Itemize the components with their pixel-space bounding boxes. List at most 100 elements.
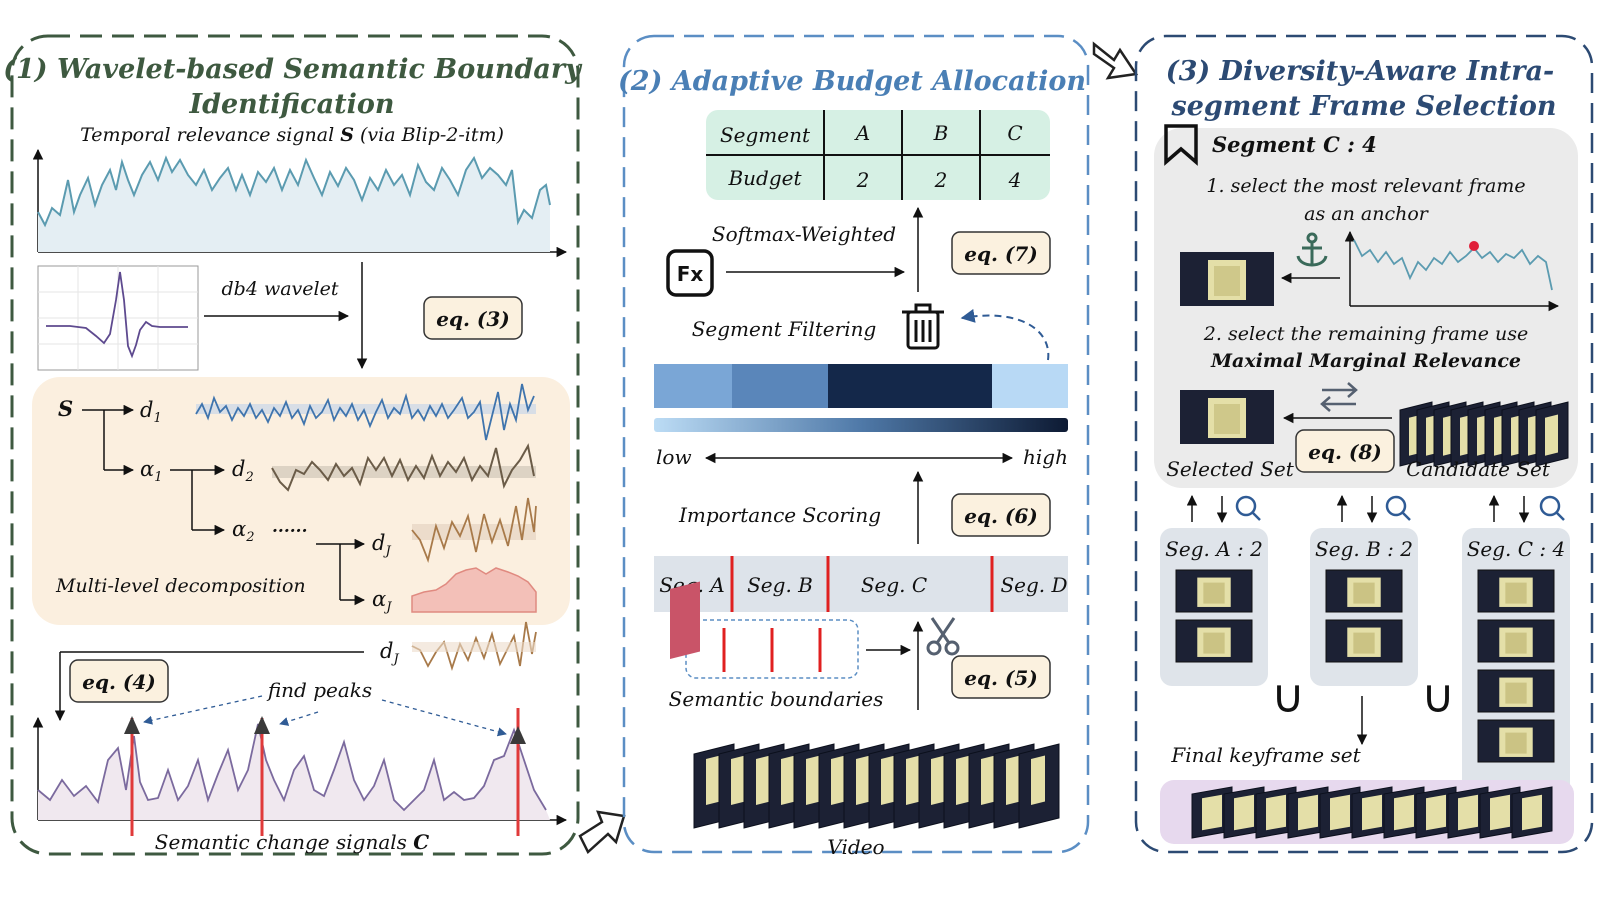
segment-strip: Seg. A Seg. B Seg. C Seg. D <box>654 556 1068 612</box>
anchor-frame <box>1180 252 1274 306</box>
segment-column-frame <box>1325 569 1403 613</box>
candidate-frame <box>1535 401 1569 467</box>
fx-icon: Fx <box>666 249 714 297</box>
anchor-relevance-plot <box>1344 230 1560 312</box>
find-peaks-label: find peaks <box>266 678 372 702</box>
anchor-peak-dot <box>1469 241 1479 251</box>
final-keyframe <box>1415 786 1457 839</box>
db4-wavelet-label: db4 wavelet <box>222 278 339 300</box>
eq6-badge: eq. (6) <box>951 493 1051 537</box>
importance-scoring-label: Importance Scoring <box>678 503 881 527</box>
segment-column-frame <box>1175 619 1253 663</box>
decomp-a2: α2 <box>232 517 254 545</box>
segment-column-frame <box>1175 569 1253 613</box>
svg-text:eq. (5): eq. (5) <box>964 666 1037 690</box>
change-caption: Semantic change signals C <box>155 830 429 854</box>
segment-column-frame <box>1477 619 1555 663</box>
decomp-s: S <box>58 396 73 421</box>
svg-text:Fx: Fx <box>677 262 704 286</box>
segment-column: Seg. C : 4 <box>1462 528 1570 802</box>
panel-budget-allocation: (2) Adaptive Budget Allocation Segment A… <box>618 34 1090 859</box>
strip-seg-d: Seg. D <box>1000 573 1067 597</box>
change-signal-plot <box>32 708 568 836</box>
table-budget-c: 4 <box>1008 168 1022 192</box>
panel1-border <box>10 34 580 856</box>
segment-filtering-label: Segment Filtering <box>692 317 877 341</box>
svg-text:eq. (4): eq. (4) <box>82 670 155 694</box>
table-header-a: A <box>854 121 870 145</box>
strip-seg-b: Seg. B <box>747 573 813 597</box>
semantic-boundaries-box <box>685 619 859 679</box>
table-budget-a: 2 <box>856 168 870 192</box>
union-symbol-1: ∪ <box>1271 669 1305 723</box>
importance-bar <box>654 364 1068 408</box>
dJ-trace-top <box>411 497 537 563</box>
scissors-icon <box>926 617 960 656</box>
bookmark-icon <box>1164 124 1198 166</box>
budget-table: Segment A B C Budget 2 2 4 <box>706 110 1050 200</box>
d2-trace <box>271 443 535 492</box>
video-frame <box>1018 743 1060 829</box>
panel-wavelet-boundary: (1) Wavelet-based Semantic Boundary Iden… <box>3 34 583 856</box>
eq5-badge: eq. (5) <box>951 655 1051 699</box>
table-header-c: C <box>1007 121 1022 145</box>
importance-scale-gradient <box>654 418 1068 432</box>
final-keyframe <box>1383 786 1425 839</box>
peak-markers <box>124 708 526 836</box>
panel2-border <box>622 34 1090 854</box>
final-keyframe <box>1447 786 1489 839</box>
step1-line1: 1. select the most relevant frame <box>1206 175 1525 197</box>
decomp-dots: ...... <box>272 517 308 537</box>
relevance-signal-plot <box>32 148 568 258</box>
eq7-badge: eq. (7) <box>951 231 1051 275</box>
final-keyframe <box>1223 786 1265 839</box>
dJ-bottom-label: dJ <box>380 639 399 667</box>
selected-set-label: Selected Set <box>1166 457 1295 481</box>
table-budget-b: 2 <box>934 168 948 192</box>
final-keyframe <box>1255 786 1297 839</box>
candidate-frame-stack <box>1399 401 1569 467</box>
final-keyframe <box>1319 786 1361 839</box>
segment-column: Seg. B : 2 <box>1310 528 1418 686</box>
connector-arrow-2-3 <box>1092 41 1139 80</box>
relevance-signal-area <box>38 158 550 252</box>
scale-low-label: low <box>656 445 692 469</box>
segment-columns: Seg. A : 2 Seg. B : 2 Seg. C : 4 <box>1160 528 1570 802</box>
final-keyframe <box>1191 786 1233 839</box>
connector-arrow-1-2 <box>578 810 626 855</box>
eq3-badge: eq. (3) <box>423 296 523 340</box>
segment-column-label: Seg. C : 4 <box>1467 537 1566 561</box>
decomp-dJ: dJ <box>372 531 391 559</box>
svg-text:eq. (8): eq. (8) <box>1308 440 1381 464</box>
segment-column-frame <box>1477 569 1555 613</box>
segment-column-frame <box>1477 719 1555 763</box>
eq4-badge: eq. (4) <box>69 659 169 703</box>
swap-icon <box>1320 382 1358 412</box>
aJ-area <box>411 567 537 613</box>
panel-frame-selection: (3) Diversity-Aware Intra- segment Frame… <box>1134 34 1594 854</box>
scale-high-label: high <box>1023 445 1068 469</box>
decomp-aJ: αJ <box>372 587 392 615</box>
panel3-title-line2: segment Frame Selection <box>1171 91 1557 122</box>
segment-column: Seg. A : 2 <box>1160 528 1268 686</box>
relevance-signal-line <box>37 155 551 228</box>
segment-column-label: Seg. A : 2 <box>1165 537 1263 561</box>
table-header-segment: Segment <box>720 123 811 147</box>
final-keyframe-strip <box>1191 786 1553 839</box>
strip-seg-c: Seg. C <box>861 573 927 597</box>
segment-column-frame <box>1325 619 1403 663</box>
change-signal-line <box>37 723 547 812</box>
eq8-badge: eq. (8) <box>1295 429 1395 473</box>
step2-line2: Maximal Marginal Relevance <box>1210 350 1521 372</box>
svg-text:eq. (3): eq. (3) <box>436 307 509 331</box>
final-keyframe-label: Final keyframe set <box>1170 743 1361 767</box>
trash-icon <box>902 303 944 350</box>
d1-trace <box>195 383 535 441</box>
decomp-d2: d2 <box>232 457 254 485</box>
video-label: Video <box>827 835 884 859</box>
signal-caption: Temporal relevance signal S (via Blip-2-… <box>80 124 504 146</box>
svg-text:eq. (7): eq. (7) <box>964 242 1037 266</box>
decomp-a1: α1 <box>140 457 162 485</box>
decomp-label: Multi-level decomposition <box>55 575 306 597</box>
panel1-title-line1: (1) Wavelet-based Semantic Boundary <box>3 54 583 85</box>
